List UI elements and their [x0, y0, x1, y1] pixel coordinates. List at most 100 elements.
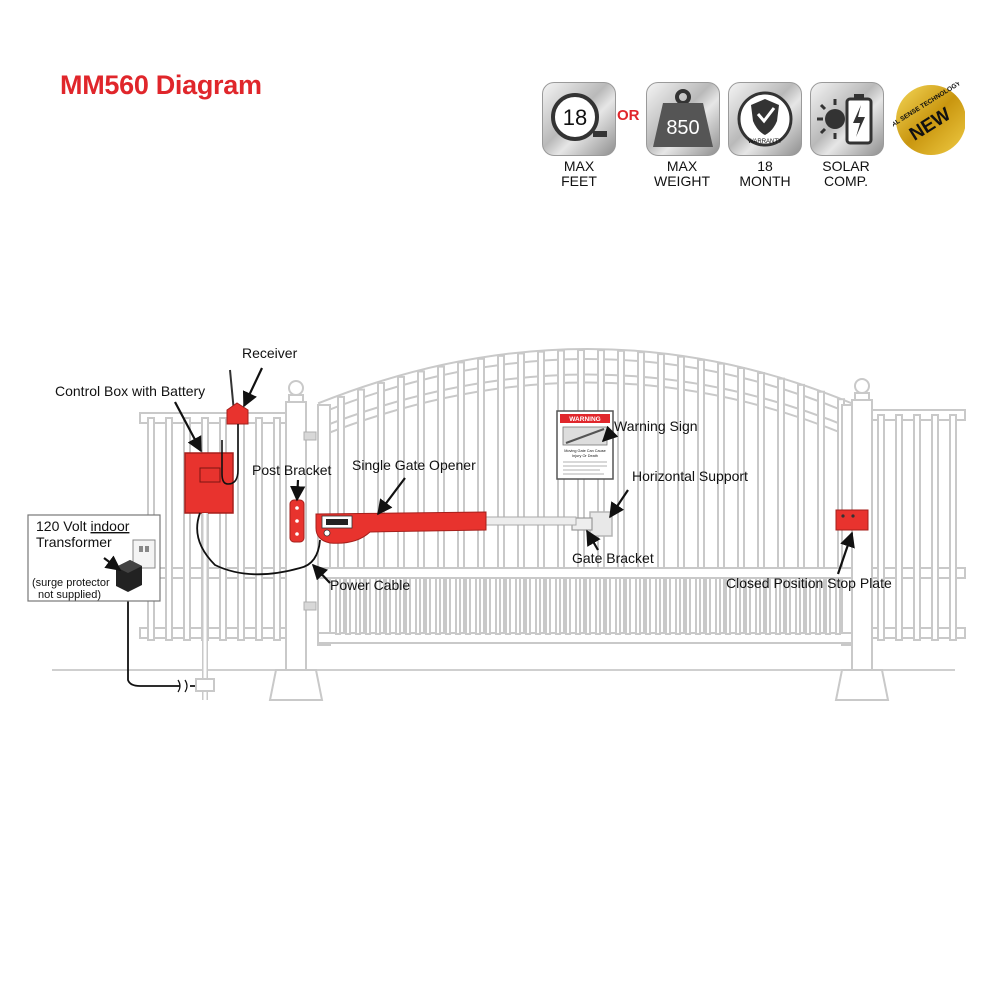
max-weight-caption: MAX WEIGHT — [654, 158, 710, 189]
gate-bracket-arrow — [586, 529, 601, 551]
max-weight-badge: 850 — [646, 82, 720, 156]
gate-short-picket — [695, 577, 701, 635]
receiver — [221, 369, 249, 485]
gate-short-picket — [515, 577, 521, 635]
tape-measure-icon: 18 — [551, 93, 607, 141]
receiver-arrow — [242, 367, 263, 408]
svg-text:120 Volt indoor: 120 Volt indoor — [36, 518, 130, 534]
gate-short-picket — [535, 577, 541, 635]
solar-caption: SOLAR COMP. — [822, 158, 870, 189]
closed-position-stop-plate — [835, 509, 869, 531]
gate-short-picket — [735, 577, 741, 635]
page-title: MM560 Diagram — [60, 70, 262, 100]
receiver-label: Receiver — [242, 345, 298, 361]
stop-plate-label: Closed Position Stop Plate — [726, 575, 892, 591]
gate-short-picket — [795, 577, 801, 635]
transformer-line2: Transformer — [36, 534, 112, 550]
gate-short-picket — [585, 577, 591, 635]
horizontal-support — [589, 511, 613, 537]
warning-sign: WARNING Moving Gate Can Cause Injury Or … — [556, 410, 614, 480]
gate-bracket-label: Gate Bracket — [572, 550, 654, 566]
post-bracket-arrow — [290, 479, 306, 502]
warning-sign-arrow — [601, 425, 619, 443]
fence-picket — [913, 414, 921, 641]
gate-short-picket — [595, 577, 601, 635]
gate-short-picket — [435, 577, 441, 635]
control-box — [184, 452, 234, 700]
gate-short-picket — [475, 577, 481, 635]
power-cable-label: Power Cable — [330, 577, 410, 593]
power-cable-arrow — [311, 563, 331, 584]
transformer-line1b: indoor — [91, 518, 130, 534]
solar-badge — [810, 82, 884, 156]
gate-short-picket — [505, 577, 511, 635]
power-cable — [196, 512, 321, 576]
gate-short-picket — [815, 577, 821, 635]
single-gate-opener — [315, 511, 577, 544]
warranty-text: WARRANTY — [748, 139, 782, 145]
stop-plate-arrow — [836, 531, 855, 575]
transformer-note1: (surge protector — [32, 577, 110, 589]
left-fence — [139, 412, 291, 641]
weight-icon: 850 — [653, 89, 713, 147]
gate-short-picket — [425, 577, 431, 635]
fence-picket — [219, 417, 227, 641]
fence-picket — [183, 417, 191, 641]
gate-short-picket — [755, 577, 761, 635]
horizontal-support-label: Horizontal Support — [632, 468, 748, 484]
gate-short-picket — [625, 577, 631, 635]
gate-short-picket — [445, 577, 451, 635]
shield-check-icon: WARRANTY — [737, 91, 793, 147]
gate-short-picket — [805, 577, 811, 635]
gate-short-picket — [375, 577, 381, 635]
gate-short-picket — [745, 577, 751, 635]
gate-short-picket — [365, 577, 371, 635]
opener-arrow — [377, 477, 406, 516]
gate-short-picket — [765, 577, 771, 635]
gate-hinges — [303, 431, 317, 611]
fence-picket — [237, 417, 245, 641]
gate-short-picket — [655, 577, 661, 635]
fence-picket — [931, 414, 939, 641]
gate-short-picket — [405, 577, 411, 635]
gate-short-picket — [335, 577, 341, 635]
gate-short-picket — [615, 577, 621, 635]
control-box-arrow — [174, 401, 202, 453]
post-bracket-label: Post Bracket — [252, 462, 331, 478]
new-badge: DUAL SENSE TECHNOLOGY NEW — [893, 82, 965, 155]
gate-short-picket — [395, 577, 401, 635]
gate-short-picket — [785, 577, 791, 635]
gate-short-picket — [525, 577, 531, 635]
fence-picket — [949, 414, 957, 641]
gate-short-picket — [545, 577, 551, 635]
gate-short-picket — [665, 577, 671, 635]
or-label: OR — [617, 107, 640, 124]
gate-short-picket — [495, 577, 501, 635]
gate-short-picket — [715, 577, 721, 635]
horizontal-support-arrow — [609, 489, 629, 519]
right-fence — [869, 409, 966, 641]
transformer-arrow — [103, 555, 122, 571]
gate-short-picket — [555, 577, 561, 635]
gate-short-picket — [835, 577, 841, 635]
warning-sign-line1: Moving Gate Can Cause — [564, 449, 606, 453]
gate-short-picket — [465, 577, 471, 635]
transformer-line1a: 120 Volt — [36, 518, 91, 534]
gate-short-picket — [635, 577, 641, 635]
warranty-badge: WARRANTY — [728, 82, 802, 156]
fence-picket — [273, 417, 281, 641]
max-feet-caption: MAX FEET — [561, 158, 597, 189]
single-gate-opener-label: Single Gate Opener — [352, 457, 476, 473]
max-feet-badge: 18 — [542, 82, 616, 156]
gate-short-picket — [775, 577, 781, 635]
gate-short-picket — [575, 577, 581, 635]
gate-short-picket — [565, 577, 571, 635]
right-post — [834, 378, 890, 701]
fence-picket — [165, 417, 173, 641]
gate-short-picket — [685, 577, 691, 635]
gate-short-picket — [825, 577, 831, 635]
gate-short-picket — [415, 577, 421, 635]
warranty-caption: 18 MONTH — [739, 158, 791, 189]
gate-short-picket — [725, 577, 731, 635]
transformer-callout: 120 Volt indoor Transformer (surge prote… — [27, 514, 161, 602]
